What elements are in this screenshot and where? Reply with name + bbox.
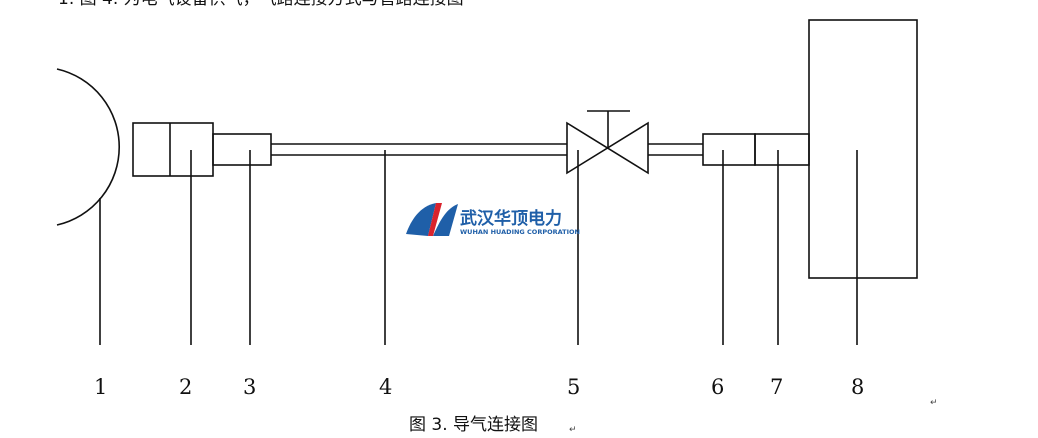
component-2-connector [132,122,214,177]
label-7: 7 [770,375,783,399]
top-text-strip: 1. 图 4. 为电气设备供气，气路连接方式与管路连接图 [58,0,464,9]
label-8: 8 [851,375,864,399]
label-1: 1 [94,375,107,399]
component-3-fitting [212,133,272,166]
company-logo: 武汉华顶电力 WUHAN HUADING CORPORATION [406,203,580,236]
figure-caption: 图 3. 导气连接图 [409,415,538,435]
logo-english-name: WUHAN HUADING CORPORATION [460,228,580,236]
logo-chinese-name: 武汉华顶电力 [460,208,562,229]
label-4: 4 [379,375,392,399]
component-8-equipment [808,19,918,279]
logo-mark-right-icon [433,204,458,236]
paragraph-mark: ↵ [930,398,938,408]
component-7-joint [754,133,810,166]
caption-paragraph-mark: ↵ [569,425,577,435]
label-3: 3 [243,375,256,399]
logo-mark-left-icon [406,203,436,236]
component-1-cylinder [56,68,120,226]
label-5: 5 [567,375,580,399]
logo-mark-accent-icon [428,203,442,236]
component-5-valve [566,121,649,175]
component-6-joint [702,133,756,166]
label-6: 6 [711,375,724,399]
label-2: 2 [179,375,192,399]
